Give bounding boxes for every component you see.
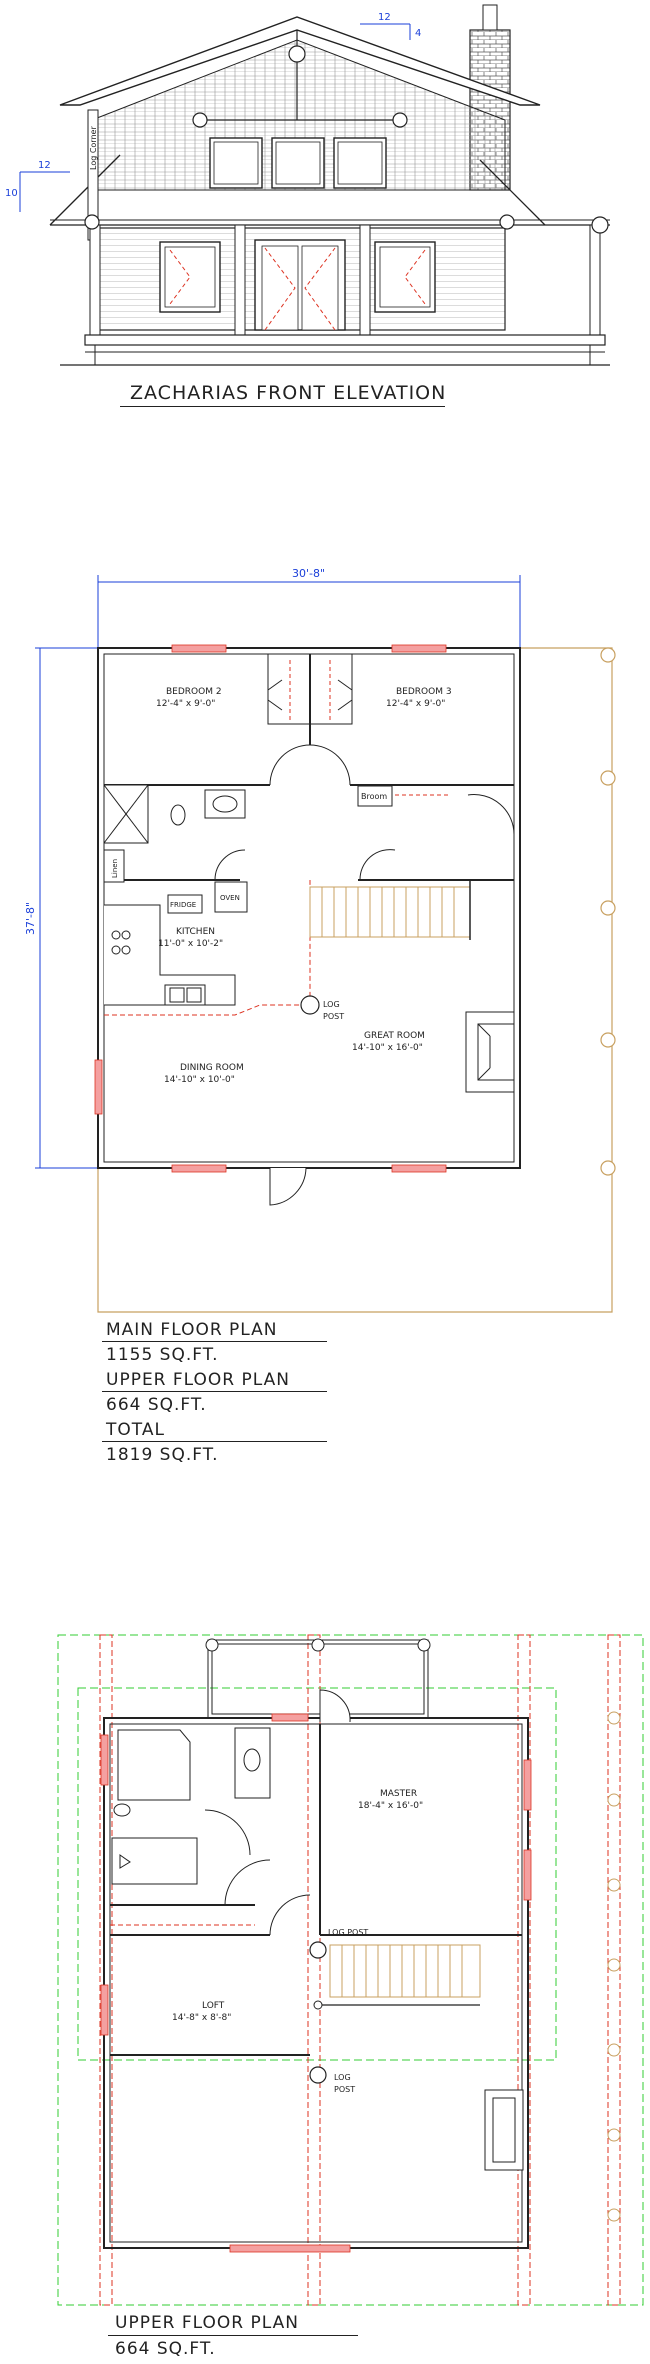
width-dimension (97, 575, 521, 648)
total-title: TOTAL (106, 1420, 165, 1440)
loft-size: 14'-8" x 8'-8" (172, 2013, 231, 2023)
main-floor-plan: 30'-8" 37'-8" (24, 567, 616, 1313)
upper-log-post-2 (309, 2066, 327, 2084)
upper-log-post-label-b1: LOG (334, 2073, 351, 2082)
fridge-label: FRIDGE (170, 901, 196, 909)
dining-room-name: DINING ROOM (180, 1063, 244, 1073)
kitchen-name: KITCHEN (176, 927, 215, 937)
upper-log-post-label-a: LOG POST (328, 1928, 368, 1937)
total-title-rule (102, 1441, 327, 1442)
master-name: MASTER (380, 1789, 417, 1799)
roof-outline-outer (57, 1634, 644, 2306)
log-corner-label: Log Corner (89, 126, 98, 170)
upper-floor-title-rule (102, 1391, 327, 1392)
master-size: 18'-4" x 16'-0" (358, 1801, 423, 1811)
side-rise-label: 10 (5, 188, 18, 199)
depth-dimension (35, 647, 98, 1169)
linen-label: Linen (111, 859, 119, 878)
bathroom (103, 784, 246, 881)
front-elevation: 12 4 12 10 Log Corner (5, 4, 610, 366)
bedroom-2-name: BEDROOM 2 (166, 687, 222, 697)
kitchen-size: 11'-0" x 10'-2" (158, 939, 223, 949)
side-run-label: 12 (38, 160, 51, 171)
loft-name: LOFT (202, 2001, 225, 2011)
dining-room-size: 14'-10" x 10'-0" (164, 1075, 235, 1085)
kitchen-counter (104, 881, 248, 1006)
french-doors (254, 239, 346, 331)
upper-bath (110, 1727, 271, 1906)
oven-label: OVEN (220, 894, 240, 902)
total-area: 1819 SQ.FT. (106, 1445, 219, 1465)
log-post-label-1: LOG (323, 1000, 340, 1009)
upper-plan-title: UPPER FLOOR PLAN (115, 2313, 299, 2333)
great-room-name: GREAT ROOM (364, 1031, 425, 1041)
upper-floor-area: 664 SQ.FT. (106, 1395, 207, 1415)
broom-label: Broom (361, 792, 387, 801)
upper-chimney (484, 2089, 524, 2171)
log-post (300, 995, 320, 1015)
main-floor-area: 1155 SQ.FT. (106, 1345, 219, 1365)
upper-floor-title: UPPER FLOOR PLAN (106, 1370, 290, 1390)
upper-stairs (329, 1944, 481, 1998)
upper-log-post-label-b2: POST (334, 2085, 355, 2094)
overall-width-label: 30'-8" (292, 567, 325, 580)
deck-outline (97, 647, 613, 1313)
beam-posts (607, 1711, 621, 2222)
log-beams (99, 1634, 621, 2306)
upper-windows (100, 1713, 532, 2253)
elevation-caption-rule (120, 406, 445, 407)
main-windows (94, 644, 447, 1173)
balcony (205, 1638, 431, 1719)
deck-posts (600, 647, 616, 1176)
elevation-caption: ZACHARIAS FRONT ELEVATION (130, 382, 447, 404)
bedroom-3-size: 12'-4" x 9'-0" (386, 699, 445, 709)
great-room-size: 14'-10" x 16'-0" (352, 1043, 423, 1053)
upper-plan-title-rule (108, 2335, 358, 2336)
lower-window-right (374, 241, 436, 313)
gable-roof (59, 16, 541, 106)
bedroom-closets (267, 653, 353, 725)
bedroom-2-size: 12'-4" x 9'-0" (156, 699, 215, 709)
roof-outline-inner (77, 1687, 557, 2061)
exterior-walls (97, 647, 521, 1169)
main-floor-title: MAIN FLOOR PLAN (106, 1320, 278, 1340)
lower-window-left (159, 241, 221, 313)
upper-floor-plan: LOG POST LOG POST MASTER 18'-4" x 16'-0"… (57, 1634, 644, 2306)
pitch-run-label: 12 (378, 12, 391, 23)
main-stairs (309, 886, 471, 938)
bedroom-3-name: BEDROOM 3 (396, 687, 452, 697)
fireplace (465, 1011, 515, 1093)
upper-plan-area: 664 SQ.FT. (115, 2339, 216, 2359)
overall-depth-label: 37'-8" (24, 902, 37, 935)
pitch-rise-label: 4 (415, 28, 421, 39)
roof-pitch-marker (19, 23, 411, 212)
main-floor-title-rule (102, 1341, 327, 1342)
log-post-label-2: POST (323, 1012, 344, 1021)
upper-log-post-1 (309, 1941, 327, 1959)
porch-deck (84, 334, 606, 346)
